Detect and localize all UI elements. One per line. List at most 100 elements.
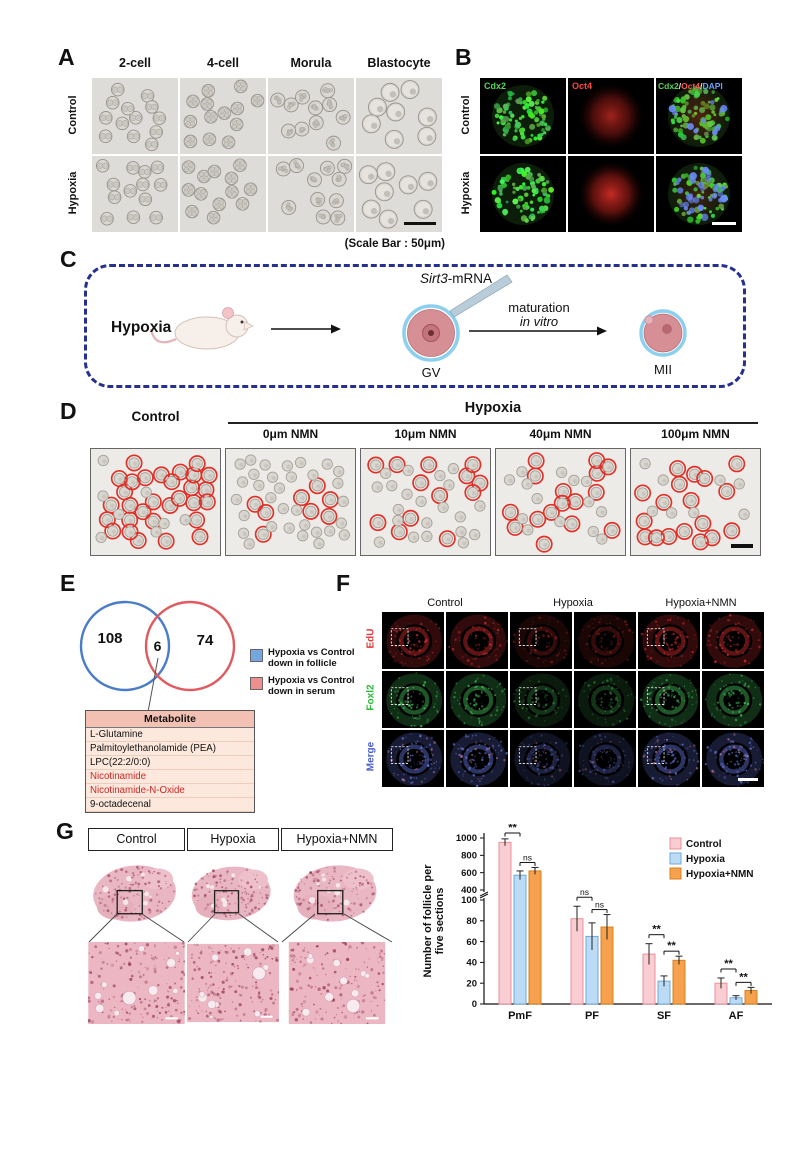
- panel-a-row-control: Control: [67, 95, 79, 135]
- fluor-merge-control: [656, 78, 742, 154]
- legend-swatch-red: [250, 677, 263, 690]
- svg-text:400: 400: [461, 885, 477, 896]
- svg-text:600: 600: [461, 868, 477, 879]
- panel-d-cond-0: 0μm NMN: [262, 427, 319, 441]
- panel-d-cond-100: 100μm NMN: [661, 427, 730, 441]
- svg-text:0: 0: [472, 999, 477, 1010]
- venn-left-count: 108: [97, 630, 123, 647]
- panel-f-col-nmn: Hypoxia+NMN: [665, 597, 737, 609]
- oocytes-nmn10: [360, 448, 491, 556]
- legend-text: down in serum: [268, 685, 336, 697]
- panel-a-col-blastocyte: Blastocyte: [367, 56, 431, 70]
- histology-nmn: [281, 852, 393, 934]
- section-merge-control-2: [446, 730, 508, 787]
- oocytes-nmn40: [495, 448, 626, 556]
- table-row: LPC(22:2/0:0): [86, 756, 254, 770]
- micrograph-4cell-control: [180, 78, 266, 154]
- svg-text:20: 20: [466, 978, 477, 989]
- section-merge-hypoxia-2: [574, 730, 636, 787]
- svg-text:**: **: [652, 924, 661, 936]
- svg-text:PmF: PmF: [508, 1010, 532, 1022]
- svg-text:60: 60: [466, 937, 477, 948]
- svg-text:Control: Control: [686, 839, 722, 850]
- panel-a-col-4cell: 4-cell: [207, 56, 239, 70]
- panel-d-hypoxia-label: Hypoxia: [464, 400, 522, 416]
- panel-f-letter: F: [336, 570, 351, 596]
- micrograph-2cell-control: [92, 78, 178, 154]
- schematic-hypoxia-label: Hypoxia: [111, 319, 172, 336]
- panel-d-cond-40: 40μm NMN: [529, 427, 592, 441]
- legend-text: Hypoxia vs Control: [268, 675, 355, 686]
- legend-text: Hypoxia vs Control: [268, 647, 355, 658]
- panel-d-letter: D: [60, 398, 77, 424]
- scale-bar: [738, 778, 758, 781]
- legend-text: down in follicle: [268, 657, 337, 669]
- panel-b-row-hypoxia: Hypoxia: [460, 171, 472, 215]
- panel-d-control-label: Control: [131, 409, 180, 424]
- section-merge-nmn-2: [702, 730, 764, 787]
- venn-right-count: 74: [196, 632, 214, 649]
- section-foxl2-control-1: [382, 671, 444, 728]
- venn-diagram: [79, 600, 236, 692]
- mii-oocyte-illustration: [639, 309, 687, 357]
- schematic-box: Hypoxia Sirt3-mRNA maturation in vitro G…: [84, 264, 746, 388]
- svg-text:**: **: [724, 958, 733, 970]
- panel-f-row-merge: Merge: [365, 741, 377, 772]
- fluor-cdx2-control: [480, 78, 566, 154]
- section-edu-hypoxia-1: [510, 612, 572, 669]
- oocytes-nmn0: [225, 448, 356, 556]
- fluor-oct4-hypoxia: [568, 156, 654, 232]
- venn-table-connector: [147, 657, 159, 713]
- oocytes-nmn100: [630, 448, 761, 556]
- section-merge-control-1: [382, 730, 444, 787]
- oocytes-control: [90, 448, 221, 556]
- arrow-icon: [271, 324, 341, 334]
- micrograph-4cell-hypoxia: [180, 156, 266, 232]
- table-row: L-Glutamine: [86, 728, 254, 742]
- micrograph-morula-hypoxia: [268, 156, 354, 232]
- svg-text:**: **: [508, 824, 517, 834]
- section-edu-hypoxia-2: [574, 612, 636, 669]
- panel-b-row-control: Control: [460, 95, 472, 135]
- svg-text:80: 80: [466, 916, 477, 927]
- panel-g-col-nmn: Hypoxia+NMN: [281, 828, 393, 851]
- maturation-label: maturation: [508, 300, 570, 315]
- svg-text:ns: ns: [580, 887, 589, 897]
- section-foxl2-nmn-2: [702, 671, 764, 728]
- histology-zoom-hypoxia: [187, 942, 279, 1024]
- mrna-rest: -mRNA: [447, 271, 493, 286]
- fluor-merge-hypoxia: [656, 156, 742, 232]
- fluor-label-oct4: Oct4: [572, 81, 593, 91]
- svg-text:40: 40: [466, 958, 477, 969]
- svg-text:Number of follicle perfive sec: Number of follicle perfive sections: [422, 864, 446, 978]
- panel-g-letter: G: [56, 818, 74, 844]
- section-foxl2-nmn-1: [638, 671, 700, 728]
- section-edu-control-2: [446, 612, 508, 669]
- panel-f-col-control: Control: [427, 597, 463, 609]
- panel-d-cond-10: 10μm NMN: [394, 427, 457, 441]
- panel-b-letter: B: [455, 44, 472, 70]
- svg-text:PF: PF: [585, 1010, 599, 1022]
- svg-text:**: **: [667, 940, 676, 952]
- table-row: 9-octadecenal: [86, 798, 254, 812]
- scale-bar: [731, 544, 753, 548]
- svg-text:Hypoxia: Hypoxia: [686, 854, 725, 865]
- fluor-cdx2-hypoxia: [480, 156, 566, 232]
- micrograph-blastocyte-hypoxia: [356, 156, 442, 232]
- svg-text:1000: 1000: [456, 833, 477, 844]
- panel-a-row-hypoxia: Hypoxia: [67, 171, 79, 215]
- micrograph-blastocyte-control: [356, 78, 442, 154]
- panel-a-letter: A: [58, 44, 75, 70]
- sirt3-mrna-label: Sirt3-mRNA: [420, 271, 492, 286]
- section-foxl2-hypoxia-2: [574, 671, 636, 728]
- metabolite-table-header: Metabolite: [86, 711, 254, 728]
- section-merge-hypoxia-1: [510, 730, 572, 787]
- panel-g-col-hypoxia: Hypoxia: [187, 828, 279, 851]
- panel-f-col-hypoxia: Hypoxia: [553, 597, 593, 609]
